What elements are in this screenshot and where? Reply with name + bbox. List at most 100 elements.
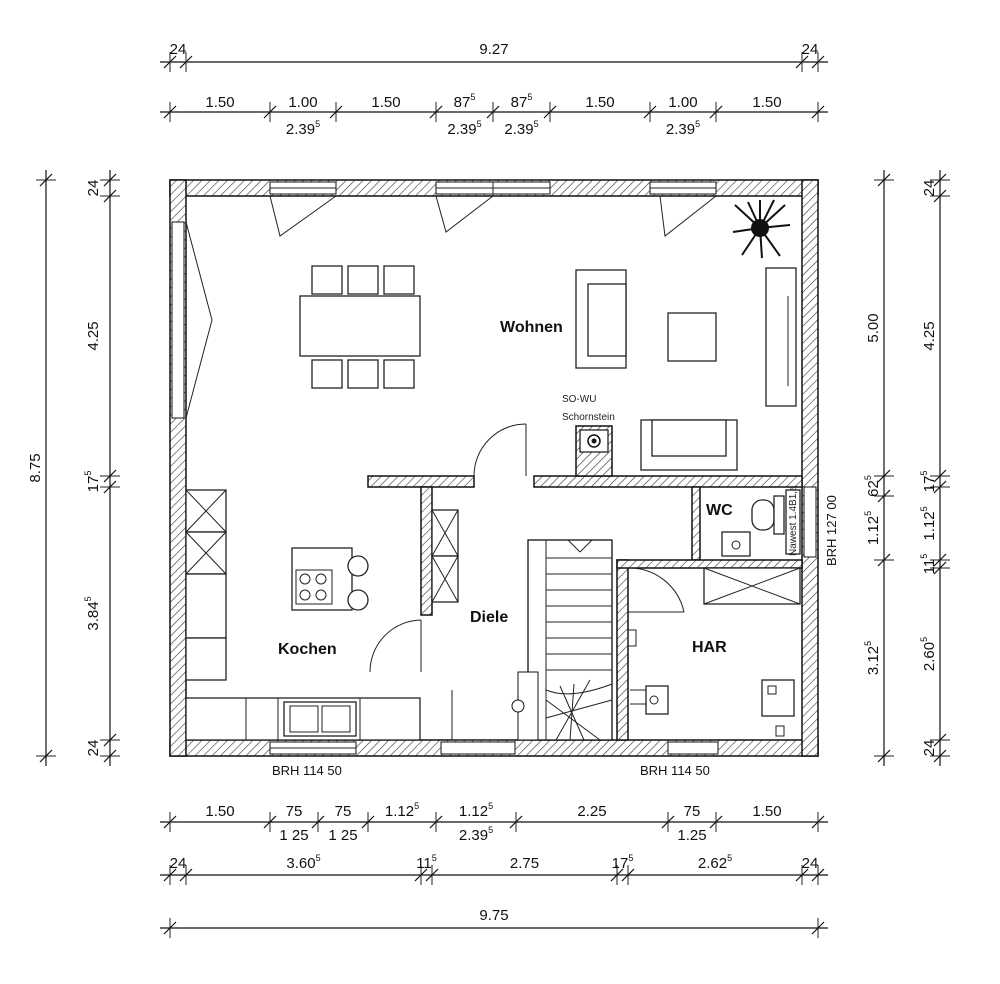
- kitchen-counter: [185, 573, 227, 639]
- wall-diele-har: [616, 559, 629, 741]
- dim-bottom-1-value: 1.50: [752, 803, 781, 820]
- dim-left-inner-value: 24: [85, 740, 102, 757]
- dim-top-inner-lower-value: 2.395: [504, 119, 538, 138]
- dim-right-b-value: 24: [921, 180, 938, 197]
- dim-bottom-2-value: 24: [802, 855, 819, 872]
- dim-bottom-1-value: 75: [684, 803, 701, 820]
- dim-bottom-2-value: 3.605: [286, 853, 320, 872]
- chair: [383, 265, 415, 295]
- chimney-label-1: SO-WU: [562, 394, 596, 405]
- dim-right-b-value: 24: [921, 740, 938, 757]
- chair: [347, 265, 379, 295]
- chair: [311, 265, 343, 295]
- wall-partition-horizontal-2: [533, 475, 803, 488]
- dim-left-inner-value: 3.845: [83, 596, 102, 630]
- room-label-har: HAR: [692, 639, 727, 656]
- furniture: [185, 199, 801, 741]
- dim-bottom-1-value: 1.50: [205, 803, 234, 820]
- windows: [171, 181, 817, 755]
- dim-top-inner-lower-value: 2.395: [666, 119, 700, 138]
- wc-washbasin: [721, 531, 751, 557]
- dim-right-b-value: 1.125: [919, 506, 938, 540]
- dim-bottom-1-lower-value: 1 25: [279, 827, 308, 844]
- dim-bottom-2-value: 115: [416, 853, 437, 872]
- dim-top-inner-value: 1.50: [205, 94, 234, 111]
- chair: [383, 359, 415, 389]
- wall-right: [801, 179, 819, 757]
- sofa-seat: [587, 283, 627, 357]
- dim-left-inner-value: 175: [83, 471, 102, 493]
- window-bottom-3: [667, 741, 719, 755]
- dim-bottom-2-value: 2.75: [510, 855, 539, 872]
- dim-bottom-1-lower-value: 1.25: [677, 827, 706, 844]
- doors: [369, 423, 685, 673]
- room-label-kochen: Kochen: [278, 641, 337, 658]
- water-meter: [645, 685, 669, 715]
- dim-bottom-1-value: 75: [335, 803, 352, 820]
- window-right-wc: [803, 486, 817, 558]
- dim-top-inner-value: 1.50: [585, 94, 614, 111]
- dim-bottom-1-value: 2.25: [577, 803, 606, 820]
- dim-bottom-2-value: 175: [612, 853, 634, 872]
- dim-top-inner-lower-value: 2.395: [286, 119, 320, 138]
- chair: [311, 359, 343, 389]
- plant-icon: [732, 199, 791, 259]
- dim-top-inner-value: 875: [454, 92, 476, 111]
- dim-right-a-value: 1.125: [863, 511, 882, 545]
- dim-top-outer-value: 24: [802, 41, 819, 58]
- dim-bottom-total-value: 9.75: [479, 907, 508, 924]
- bar-stool: [347, 589, 369, 611]
- wc-small-label: Nawest 1.4B1,a: [788, 485, 799, 556]
- dim-top-inner-value: 1.50: [752, 94, 781, 111]
- window-left-1: [171, 221, 185, 419]
- dim-top-outer-value: 9.27: [479, 41, 508, 58]
- wall-kochen-diele: [420, 486, 433, 616]
- dim-bottom-1-value: 1.125: [385, 801, 419, 820]
- chimney-label-2: Schornstein: [562, 412, 615, 423]
- dim-right-a-value: 625: [863, 475, 882, 497]
- dim-top-inner-lower-value: 2.395: [447, 119, 481, 138]
- dim-top-inner-value: 1.00: [288, 94, 317, 111]
- dim-right-b-value: 4.25: [921, 321, 938, 350]
- sill-label-bottom-left: BRH 114 50: [272, 763, 342, 778]
- dim-top-inner-value: 1.00: [668, 94, 697, 111]
- dim-right-b-value: 2.605: [919, 637, 938, 671]
- wc-fixtures: [721, 489, 801, 557]
- armchair-seat: [651, 419, 727, 457]
- dim-bottom-1-lower-value: 1 25: [328, 827, 357, 844]
- room-labels: Wohnen Kochen Diele WC HAR SO-WU Schorns…: [272, 319, 839, 778]
- kitchen-island: [291, 547, 353, 611]
- room-label-wohnen: Wohnen: [500, 319, 563, 336]
- dim-bottom-2-value: 24: [170, 855, 187, 872]
- dim-bottom-1-value: 1.125: [459, 801, 493, 820]
- dim-top-outer-value: 24: [170, 41, 187, 58]
- sideboard: [765, 267, 797, 407]
- wall-wc-left: [691, 486, 701, 561]
- window-swings: [185, 195, 717, 741]
- har-fixtures: [627, 567, 801, 737]
- chair: [347, 359, 379, 389]
- dim-bottom-1-lower-value: 2.395: [459, 825, 493, 844]
- dim-bottom-1-value: 75: [286, 803, 303, 820]
- dim-left-inner-value: 24: [85, 180, 102, 197]
- dim-top-inner-value: 1.50: [371, 94, 400, 111]
- staircase: [511, 539, 613, 741]
- dim-right-b-value: 115: [919, 554, 938, 575]
- room-label-diele: Diele: [470, 609, 508, 626]
- dim-top-inner-value: 875: [511, 92, 533, 111]
- dim-right-a-value: 3.125: [863, 641, 882, 675]
- wall-wc-bottom: [616, 559, 803, 569]
- coffee-table: [667, 312, 717, 362]
- boiler: [761, 679, 795, 717]
- wall-partition-horizontal: [367, 475, 475, 488]
- sink: [283, 701, 357, 737]
- sill-label-right: BRH 127 00: [824, 495, 839, 566]
- dim-bottom-2-value: 2.625: [698, 853, 732, 872]
- dim-left-inner-value: 4.25: [85, 321, 102, 350]
- dim-left-outer-value: 8.75: [27, 453, 44, 482]
- dimension-lines: 24 9.27 24 1.50 1.00 1.50 875 875 1.50 1.00 1.50 2.…: [27, 41, 950, 938]
- room-label-wc: WC: [706, 502, 733, 519]
- dim-right-b-value: 175: [919, 471, 938, 493]
- bar-stool: [347, 555, 369, 577]
